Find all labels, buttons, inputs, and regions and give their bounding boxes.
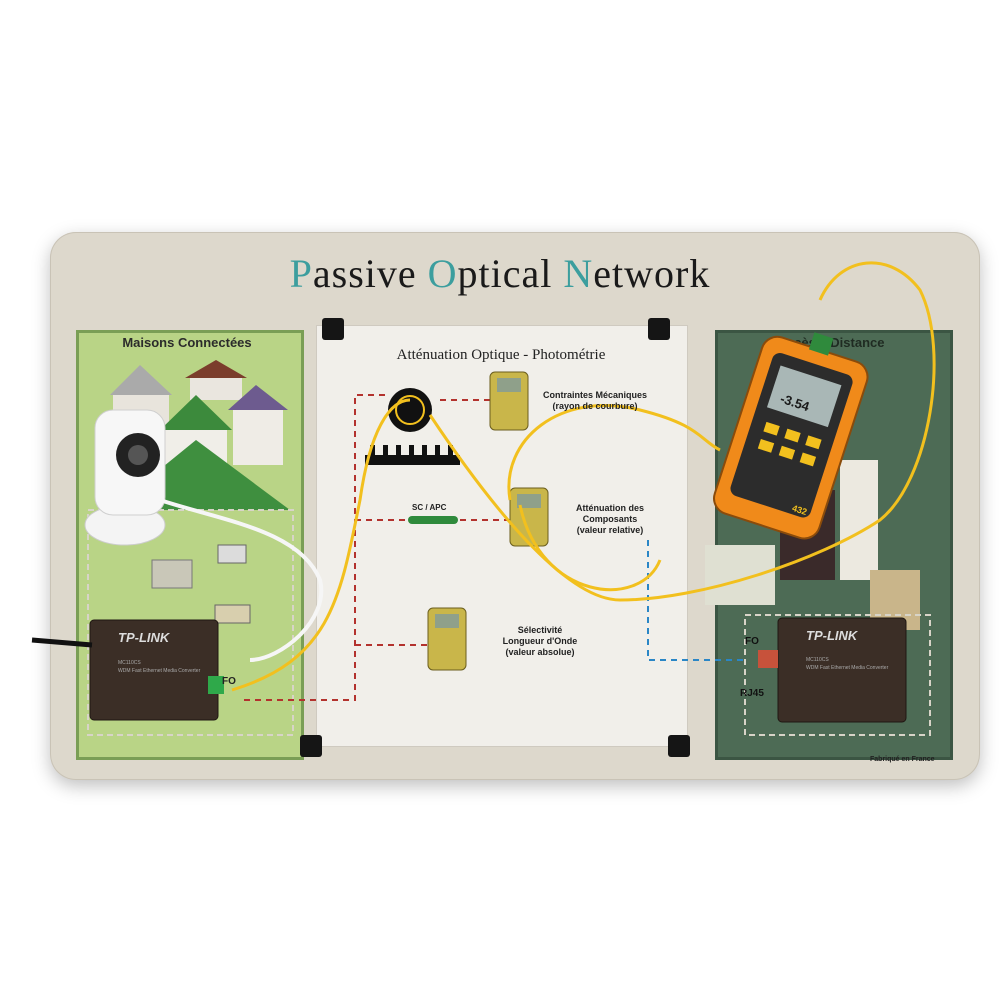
left-converter-model: MC110CS	[118, 660, 141, 666]
house-body-2	[190, 378, 242, 400]
label-contraintes: Contraintes Mécaniques (rayon de courbur…	[530, 390, 660, 412]
title-rest-o: ptical	[457, 251, 564, 296]
building-3	[705, 545, 775, 605]
label-contraintes-line1: Contraintes Mécaniques	[542, 390, 648, 400]
label-attenuation: Atténuation des Composants (valeur relat…	[555, 503, 665, 536]
left-panel-title: Maisons Connectées	[122, 335, 252, 350]
right-converter-desc: WDM Fast Ethernet Media Converter	[806, 665, 889, 671]
title-initial-o: O	[427, 251, 458, 296]
left-converter-desc: WDM Fast Ethernet Media Converter	[118, 668, 201, 674]
left-media-converter	[89, 619, 224, 721]
title-initial-p: P	[289, 251, 313, 296]
label-attenuation-line3: (valeur relative)	[576, 525, 644, 535]
panel-clip-top-right	[648, 318, 670, 340]
power-meter-illustration-1	[489, 371, 529, 431]
connector-label: SC / APC	[412, 503, 447, 512]
left-converter-brand: TP-LINK	[118, 630, 170, 645]
orange-power-meter	[713, 332, 869, 540]
label-selectivite-line2: Longueur d'Onde	[502, 636, 578, 646]
yellow-fiber-cables	[231, 261, 936, 692]
red-dashed-main	[240, 394, 385, 701]
fo-right-label: FO	[745, 636, 759, 647]
right-dashed-frame	[744, 614, 931, 736]
panel-clip-bottom-left	[300, 735, 322, 757]
house-body-3	[233, 410, 283, 465]
house-roof-1	[110, 365, 172, 395]
center-panel-title: Atténuation Optique - Photométrie	[396, 347, 606, 363]
label-attenuation-line2: Composants	[582, 514, 638, 524]
label-selectivite: Sélectivité Longueur d'Onde (valeur abso…	[485, 625, 595, 658]
fiber-spool-wrap	[395, 395, 425, 425]
red-dashed-paths	[240, 394, 510, 701]
buildings-illustration	[705, 460, 931, 736]
fiber-holder-teeth	[370, 445, 453, 457]
right-converter-model: MC110CS	[806, 657, 829, 663]
house-roof-3	[228, 385, 288, 410]
label-selectivite-line3: (valeur absolue)	[505, 647, 575, 657]
fo-left-label: FO	[222, 676, 236, 687]
panel-clip-top-left	[322, 318, 344, 340]
webcam-device	[84, 409, 166, 546]
fiber-cable-circle-lower	[518, 504, 662, 592]
title-rest-n: etwork	[593, 251, 711, 296]
building-1	[840, 460, 878, 580]
rj45-right-label: RJ45	[740, 688, 764, 699]
sc-apc-connector	[408, 516, 458, 524]
fiber-cable-left	[231, 398, 411, 692]
camera-illustration	[151, 559, 193, 589]
made-in-france: Fabriqué en France	[870, 756, 935, 763]
laptop-illustration	[217, 544, 247, 564]
fiber-holder-bar	[365, 455, 460, 465]
house-roof-4	[160, 395, 232, 430]
right-media-converter	[758, 617, 907, 723]
label-selectivite-line1: Sélectivité	[517, 625, 563, 635]
fiber-spool	[388, 388, 432, 432]
panel-clip-bottom-right	[668, 735, 690, 757]
router-illustration	[214, 604, 251, 624]
power-meter-illustration-2	[509, 487, 549, 547]
house-roof-2	[185, 360, 247, 378]
right-converter-brand: TP-LINK	[806, 628, 858, 643]
title-initial-n: N	[563, 251, 594, 296]
webcam-cable	[159, 498, 324, 662]
board-title: Passive Optical Network	[0, 250, 1000, 297]
label-attenuation-line1: Atténuation des	[575, 503, 644, 513]
power-meter-illustration-3	[427, 607, 467, 671]
power-cable	[31, 637, 93, 648]
title-rest-p: assive	[312, 251, 428, 296]
label-contraintes-line2: (rayon de courbure)	[552, 401, 638, 411]
fiber-cable-circle	[507, 404, 721, 501]
